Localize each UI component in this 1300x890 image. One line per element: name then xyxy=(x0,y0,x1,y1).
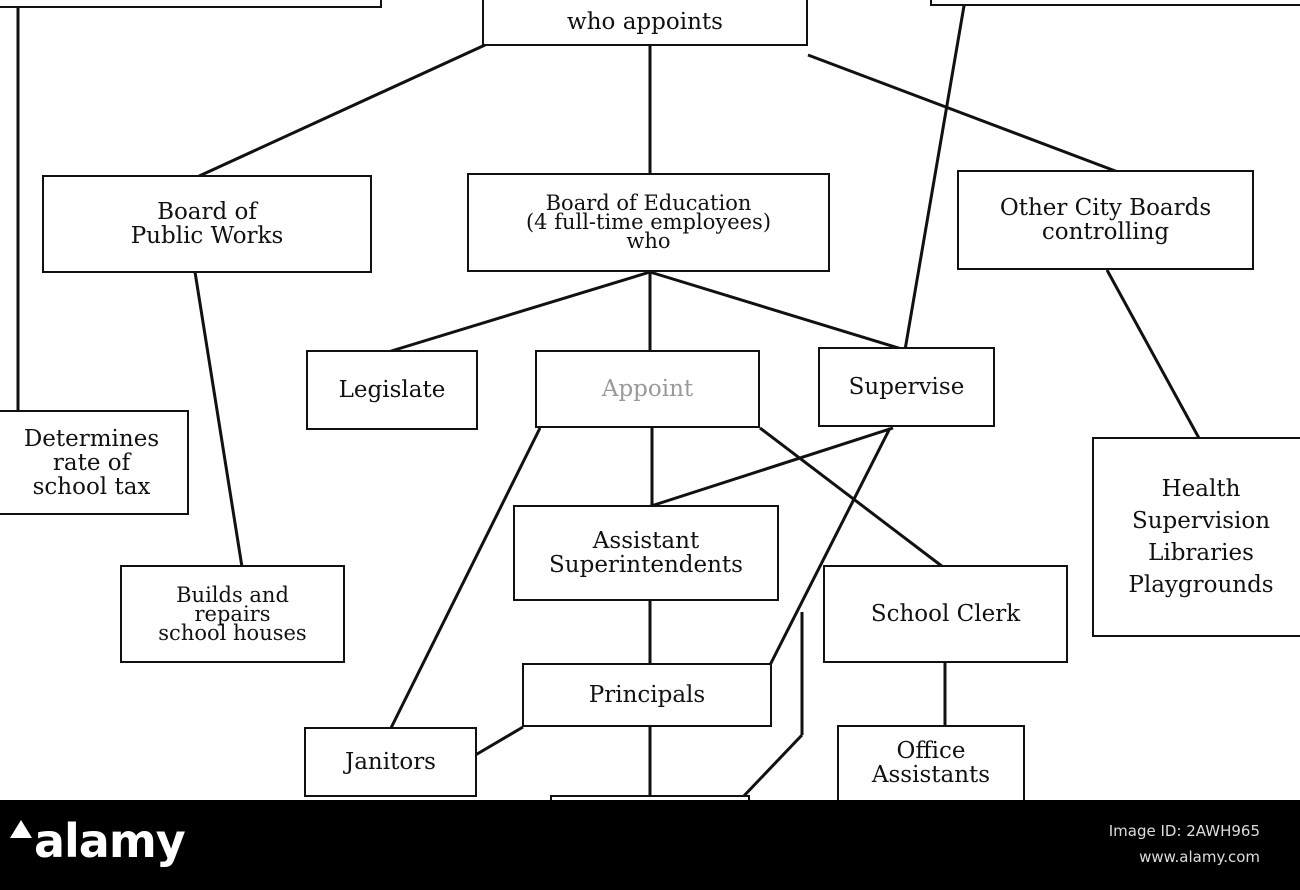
connector-line xyxy=(649,270,906,352)
connector-line xyxy=(388,427,542,731)
box-top-left-partial xyxy=(0,0,382,8)
connector-line xyxy=(193,271,244,568)
box-bottom-partial xyxy=(550,795,750,800)
box-text-line: Superintendents xyxy=(549,552,743,578)
box-text-line: Legislate xyxy=(338,377,446,403)
connector-line xyxy=(196,43,486,179)
box-text-line: Principals xyxy=(588,682,706,708)
box-text-line: Builds and xyxy=(176,582,289,607)
box-text-line: school tax xyxy=(32,473,151,500)
box-text-line: Supervision xyxy=(1131,508,1271,534)
box-text-line: Board of Education xyxy=(545,191,752,215)
alamy-logo: alamy xyxy=(34,814,186,868)
connector-line xyxy=(1105,269,1202,441)
box-principals: Principals xyxy=(522,663,772,727)
watermark-footer: alamy Image ID: 2AWH965 www.alamy.com xyxy=(0,800,1300,890)
connector-line xyxy=(387,270,651,354)
box-school-clerk: School Clerk xyxy=(823,565,1068,663)
box-who-appoints: who appoints xyxy=(482,0,808,46)
box-appoint: Appoint xyxy=(535,350,760,428)
connector-line xyxy=(759,426,944,569)
box-text-line: (4 full-time employees) xyxy=(525,210,772,234)
box-text-line: Office xyxy=(896,738,966,764)
box-text-line: who xyxy=(626,229,671,253)
connector-line xyxy=(471,725,524,759)
connector-line xyxy=(807,53,1119,174)
box-text-line: Public Works xyxy=(130,223,284,249)
box-text-line: Other City Boards xyxy=(999,195,1212,221)
connector-line xyxy=(738,733,804,800)
box-text-line: school houses xyxy=(158,620,307,645)
box-legislate: Legislate xyxy=(306,350,478,430)
box-text-line: Board of xyxy=(157,199,257,225)
box-text-line: Supervise xyxy=(848,374,965,400)
box-top-right-partial xyxy=(930,0,1300,6)
image-id-text: Image ID: 2AWH965 xyxy=(1108,822,1260,840)
box-text-line: repairs xyxy=(194,601,271,626)
connector-line xyxy=(903,0,967,351)
box-text-line: Janitors xyxy=(345,749,436,775)
box-text-line: Appoint xyxy=(601,376,694,402)
box-text-line: Assistants xyxy=(871,762,991,788)
connector-lines xyxy=(16,0,1202,800)
box-text-line: Assistant xyxy=(592,528,700,554)
box-text-line: Libraries xyxy=(1148,540,1254,566)
box-supervise: Supervise xyxy=(818,347,995,427)
site-url-text: www.alamy.com xyxy=(1139,848,1260,866)
connector-line xyxy=(768,427,892,666)
connector-line xyxy=(647,426,894,509)
alamy-logo-icon xyxy=(10,820,32,838)
box-board-of-education: Board of Education(4 full-time employees… xyxy=(467,173,830,272)
box-janitors: Janitors xyxy=(304,727,477,797)
box-text-line: Playgrounds xyxy=(1128,572,1274,598)
box-text-line: Determines xyxy=(23,425,160,452)
box-text-line: who appoints xyxy=(567,9,723,35)
box-text-line: controlling xyxy=(1041,219,1170,245)
box-text-line: Health xyxy=(1161,476,1241,502)
box-text-line: rate of xyxy=(52,449,131,476)
box-text-line: School Clerk xyxy=(870,601,1021,627)
